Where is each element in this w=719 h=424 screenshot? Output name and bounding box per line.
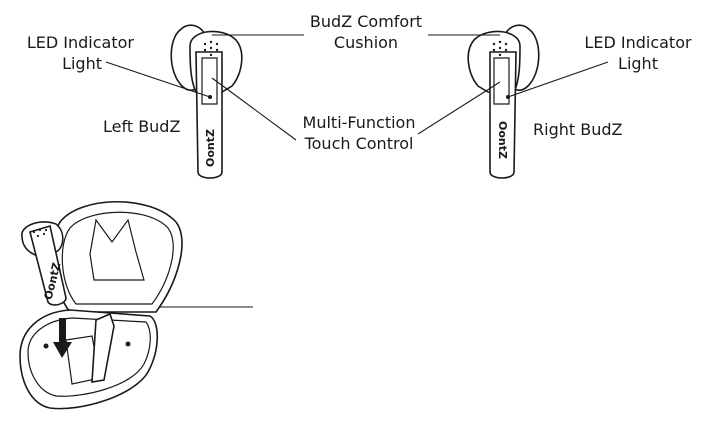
led-left-label: LED Indicator Light xyxy=(10,32,134,74)
right-touch-panel xyxy=(493,57,510,105)
seated-earbud xyxy=(91,312,115,383)
case-pin-right xyxy=(125,341,131,347)
cushion-label-line1: BudZ Comfort xyxy=(309,12,423,31)
charging-case: OontZ xyxy=(19,200,183,410)
case-base-rim xyxy=(27,317,151,397)
cushion-label-line2: Cushion xyxy=(333,33,399,52)
leader-lines xyxy=(105,34,609,308)
left-touch-panel xyxy=(201,57,218,105)
right-brand-logo: OontZ xyxy=(496,121,509,159)
left-budz-label: Left BudZ xyxy=(103,117,181,136)
left-brand-logo: OontZ xyxy=(204,129,217,167)
right-sensor-dots xyxy=(492,40,508,57)
touch-control-label: Multi-Function Touch Control xyxy=(284,112,434,154)
insert-arrow xyxy=(53,318,72,358)
lid-cavity xyxy=(89,218,145,281)
left-sensor-dots xyxy=(203,40,219,57)
led-left-label-line1: LED Indicator xyxy=(26,33,134,52)
case-lid xyxy=(52,200,183,313)
leader-led-left xyxy=(105,61,211,98)
right-earbud: OontZ xyxy=(467,24,540,179)
leader-touch-left xyxy=(211,77,297,141)
case-base xyxy=(19,309,159,410)
leader-touch-right xyxy=(417,81,501,135)
led-right-label: LED Indicator Light xyxy=(570,32,706,74)
led-left-label-line2: Light xyxy=(62,54,102,73)
case-lid-inner xyxy=(61,211,174,305)
right-budz-label: Right BudZ xyxy=(533,120,623,139)
led-right-label-line2: Light xyxy=(618,54,658,73)
left-earbud: OontZ xyxy=(170,24,243,179)
inserted-earbud: OontZ xyxy=(21,221,67,306)
touch-label-line1: Multi-Function xyxy=(302,113,416,132)
leader-led-right xyxy=(507,61,609,98)
led-right-label-line1: LED Indicator xyxy=(584,33,692,52)
cushion-label: BudZ Comfort Cushion xyxy=(290,11,442,53)
case-pin-left xyxy=(43,343,49,349)
touch-label-line2: Touch Control xyxy=(304,134,414,153)
